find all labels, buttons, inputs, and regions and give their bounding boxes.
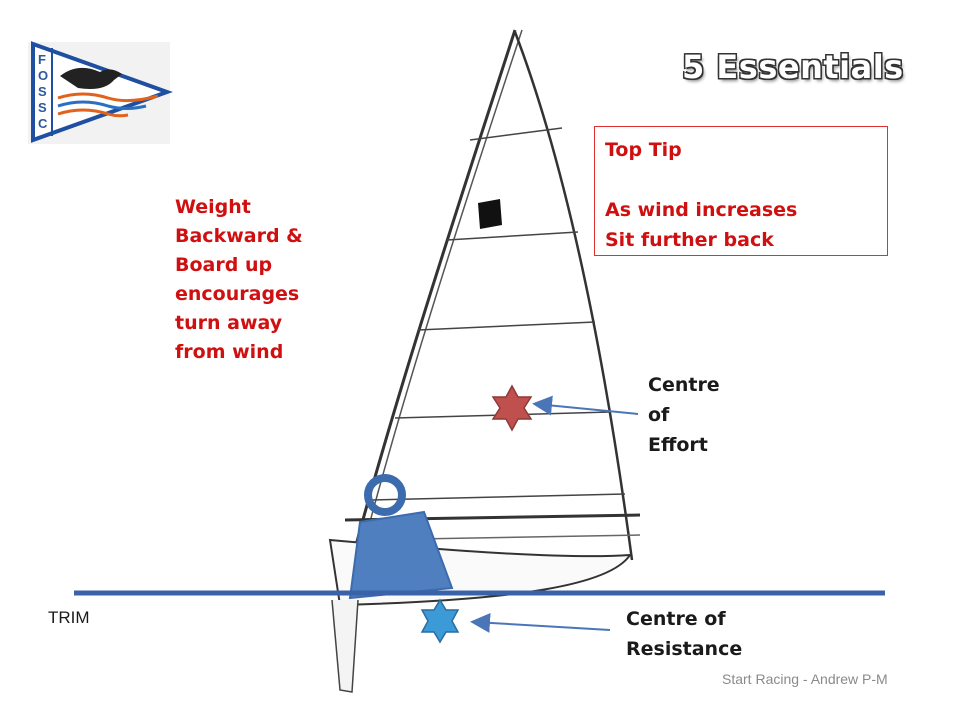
- logo-letter: O: [38, 68, 49, 83]
- effort-label-line: of: [648, 404, 670, 426]
- effort-label-line: Effort: [648, 434, 708, 456]
- logo-letter: C: [38, 116, 48, 131]
- weight-note-line: Board up: [175, 254, 273, 276]
- trim-label: TRIM: [48, 608, 90, 627]
- slide-title: 5 Essentials: [682, 48, 904, 86]
- footer-credit: Start Racing - Andrew P-M: [722, 671, 888, 687]
- logo-letter: S: [38, 84, 47, 99]
- weight-note-line: from wind: [175, 341, 284, 363]
- top-tip-line: Sit further back: [605, 229, 774, 251]
- resistance-label-line: Centre of: [626, 608, 726, 630]
- logo-letter: F: [38, 52, 46, 67]
- centre-of-resistance-label: Centre of Resistance: [626, 604, 806, 664]
- resistance-label-line: Resistance: [626, 638, 743, 660]
- top-tip-heading: Top Tip: [605, 139, 682, 161]
- effort-arrow: [532, 395, 639, 416]
- centre-of-effort-star: [491, 384, 533, 432]
- weight-note-line: Weight: [175, 196, 251, 218]
- weight-note: Weight Backward & Board up encourages tu…: [175, 193, 350, 367]
- weight-note-line: turn away: [175, 312, 283, 334]
- centre-of-effort-label: Centre of Effort: [648, 370, 748, 460]
- sailor-figure: [348, 474, 454, 600]
- resistance-arrow: [470, 612, 611, 633]
- top-tip-box: Top Tip As wind increases Sit further ba…: [594, 126, 888, 256]
- logo-letter: S: [38, 100, 47, 115]
- centre-of-resistance-star: [420, 598, 460, 644]
- effort-label-line: Centre: [648, 374, 720, 396]
- top-tip-line: As wind increases: [605, 199, 798, 221]
- club-logo: [28, 41, 173, 144]
- weight-note-line: encourages: [175, 283, 300, 305]
- weight-note-line: Backward &: [175, 225, 303, 247]
